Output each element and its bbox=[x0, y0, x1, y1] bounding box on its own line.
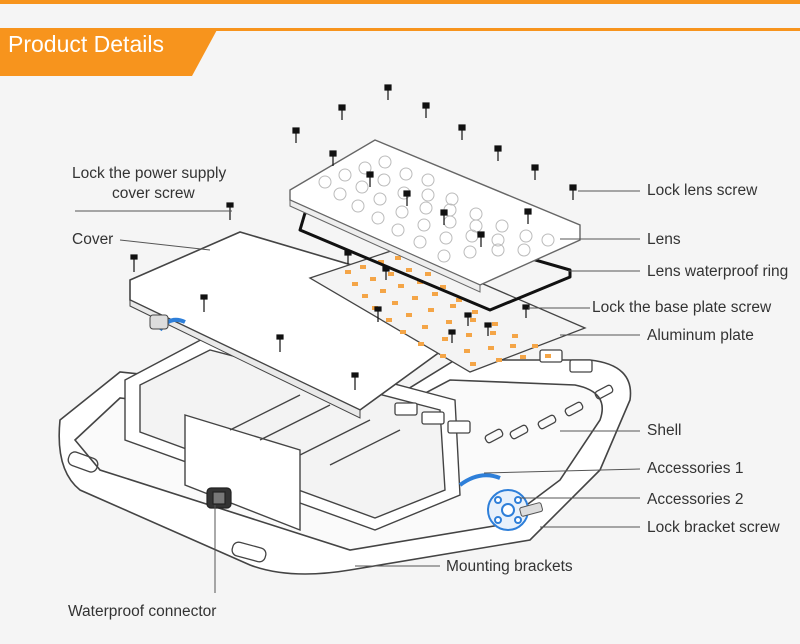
bracket-screw bbox=[519, 502, 543, 517]
label-accessories-2: Accessories 2 bbox=[647, 491, 744, 508]
base-plate-screws bbox=[344, 250, 530, 343]
label-shell: Shell bbox=[647, 422, 682, 439]
label-lock-lens-screw: Lock lens screw bbox=[647, 182, 758, 199]
label-lock-power-supply-line2: cover screw bbox=[112, 185, 195, 202]
shell-slots bbox=[67, 384, 614, 563]
side-knob bbox=[149, 314, 169, 330]
top-accent-line bbox=[0, 0, 800, 4]
page-title: Product Details bbox=[8, 31, 164, 57]
waterproof-connector bbox=[206, 487, 232, 509]
cover-screws bbox=[130, 202, 382, 390]
label-lens: Lens bbox=[647, 231, 681, 248]
label-aluminum-plate: Aluminum plate bbox=[647, 327, 754, 344]
header-banner bbox=[0, 28, 800, 76]
label-accessories-1: Accessories 1 bbox=[647, 460, 744, 477]
accessories bbox=[158, 317, 529, 531]
label-lock-bracket-screw: Lock bracket screw bbox=[647, 519, 780, 536]
label-mounting-brackets: Mounting brackets bbox=[446, 558, 573, 575]
leader-lines bbox=[75, 190, 641, 593]
led-chips bbox=[345, 256, 551, 366]
screws bbox=[130, 84, 577, 390]
label-lens-waterproof-ring: Lens waterproof ring bbox=[647, 263, 789, 280]
label-cover: Cover bbox=[72, 231, 114, 248]
label-lock-power-supply-line1: Lock the power supply bbox=[72, 165, 227, 182]
label-lock-base-plate-screw: Lock the base plate screw bbox=[592, 299, 772, 316]
lens-screws bbox=[292, 84, 577, 247]
lens bbox=[289, 139, 581, 293]
label-waterproof-connector: Waterproof connector bbox=[68, 603, 217, 620]
